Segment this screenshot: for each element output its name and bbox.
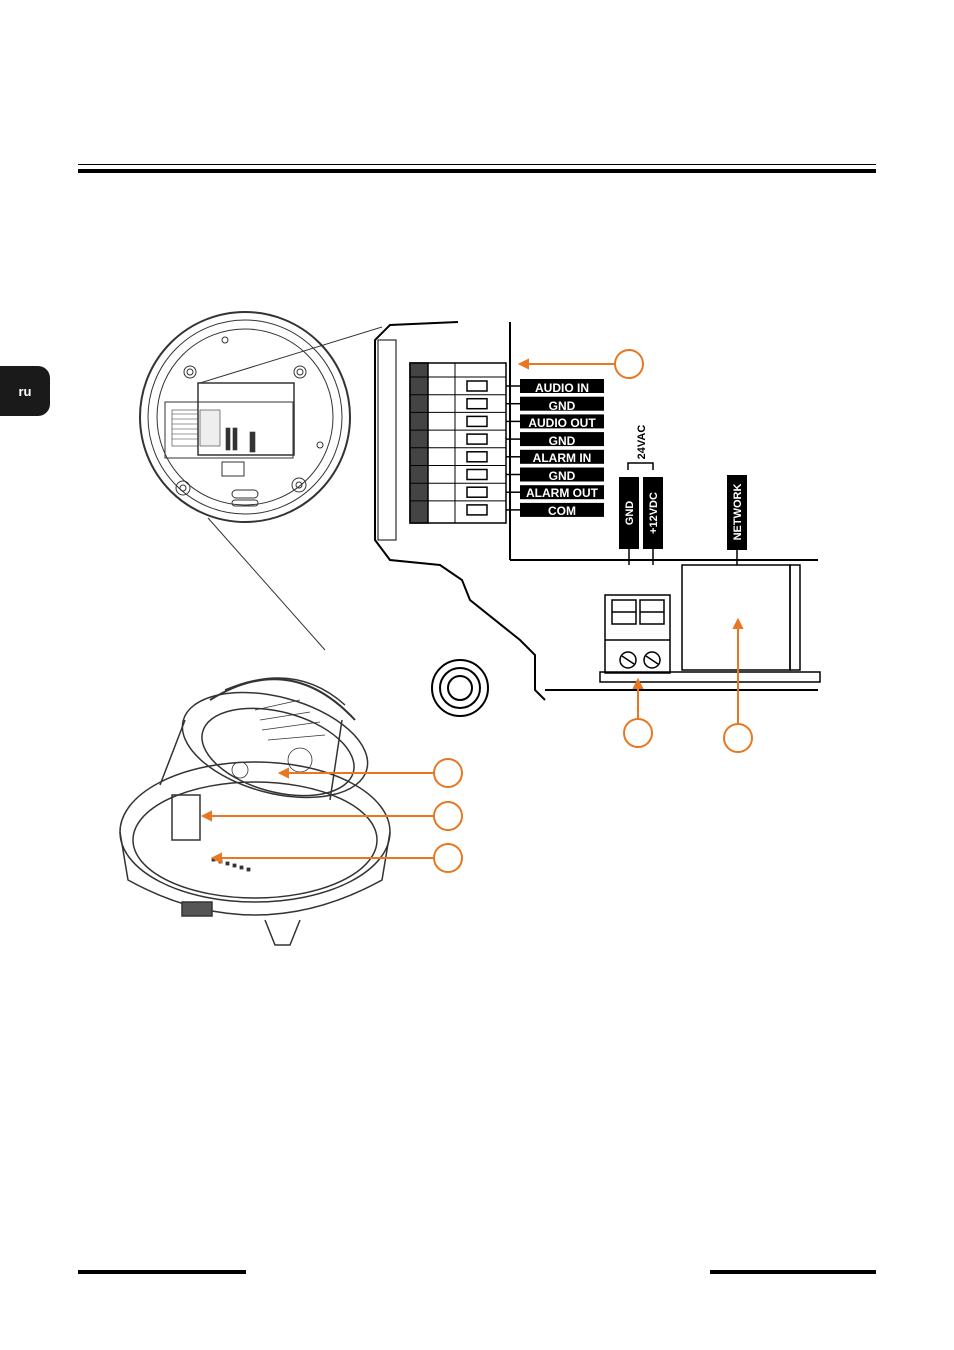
terminal-slot (467, 434, 487, 444)
terminal-slot (467, 381, 487, 391)
terminal-label-gnd-1: GND (549, 399, 576, 413)
terminal-slot (467, 505, 487, 515)
callout-dome-1 (280, 759, 462, 787)
terminal-label-gnd-3: GND (549, 469, 576, 483)
terminal-slot (467, 452, 487, 462)
network-label: NETWORK (732, 484, 744, 541)
footer-rule-right (710, 1270, 876, 1274)
power-dc-label: +12VDC (648, 492, 660, 534)
zoom-lines (200, 327, 382, 650)
terminal-slot (467, 470, 487, 480)
terminal-label-audio-out: AUDIO OUT (528, 416, 596, 430)
terminal-label-alarm-in: ALARM IN (533, 451, 592, 465)
power-labels: GND +12VDC 24VAC (619, 425, 663, 565)
terminal-slot (467, 416, 487, 426)
terminal-label-com: COM (548, 504, 576, 518)
callout-network-socket (724, 620, 752, 752)
network-socket (682, 565, 800, 670)
terminal-label-alarm-out: ALARM OUT (526, 486, 599, 500)
camera-base-mini-terminals (172, 410, 255, 452)
callout-terminal-block (520, 350, 643, 378)
camera-base-top-view (140, 312, 350, 522)
dome-camera-illustration (120, 674, 390, 945)
power-gnd-label: GND (624, 501, 636, 526)
terminal-strip (410, 363, 520, 523)
power-ac-label: 24VAC (636, 425, 648, 460)
terminal-labels: AUDIO IN GND AUDIO OUT GND ALARM IN GND … (520, 379, 604, 518)
terminal-slot (467, 487, 487, 497)
footer-rule-left (78, 1270, 246, 1274)
callout-dome-2 (203, 802, 462, 830)
terminal-label-gnd-2: GND (549, 434, 576, 448)
terminal-label-audio-in: AUDIO IN (535, 381, 589, 395)
terminal-slot (467, 399, 487, 409)
network-label-group: NETWORK (727, 475, 747, 565)
power-connector (600, 595, 820, 682)
